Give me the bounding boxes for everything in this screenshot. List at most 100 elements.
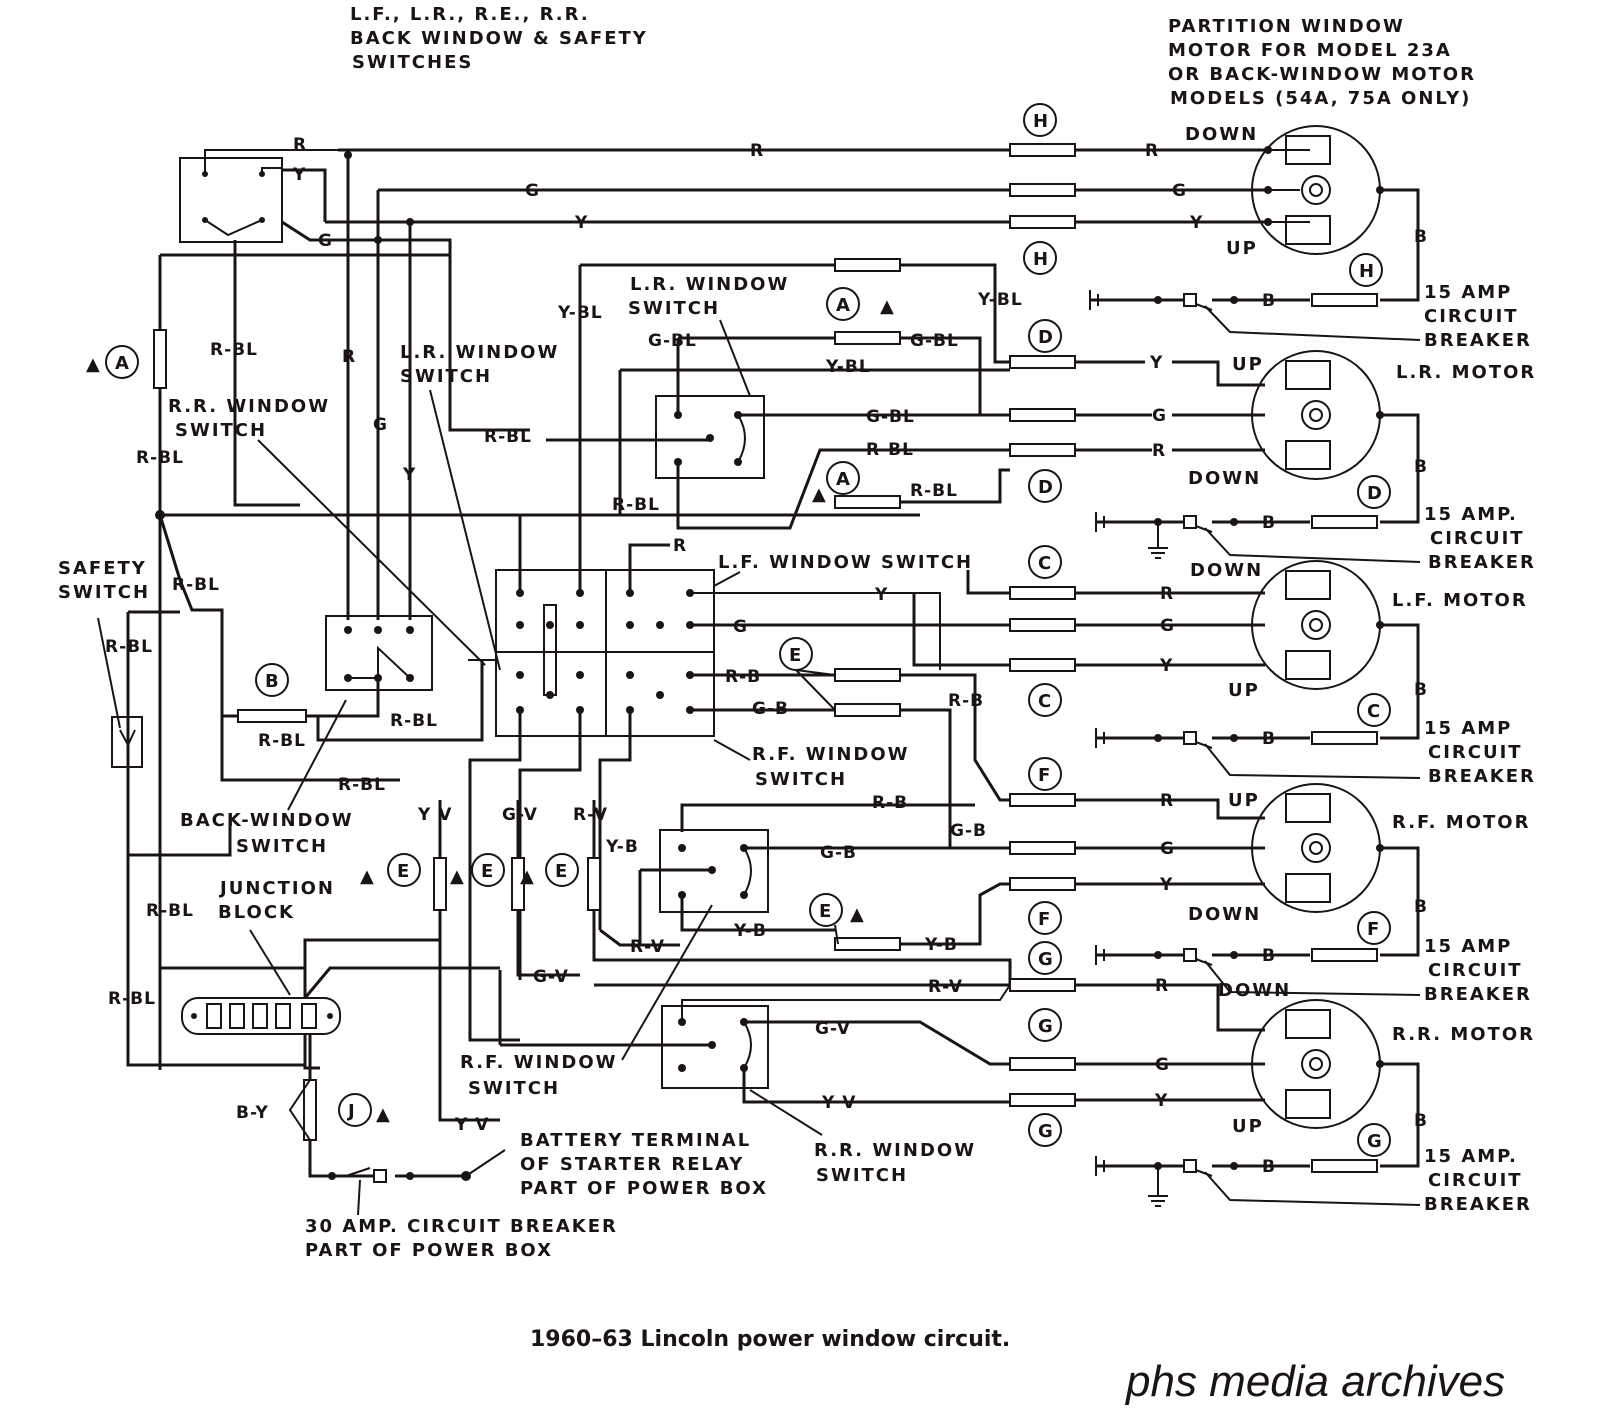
svg-text:F: F bbox=[1038, 909, 1050, 930]
svg-text:R-B: R-B bbox=[948, 691, 984, 711]
svg-text:Y-BL: Y-BL bbox=[825, 357, 871, 377]
svg-text:UP: UP bbox=[1232, 354, 1264, 375]
svg-text:Y: Y bbox=[1189, 213, 1203, 233]
svg-text:G: G bbox=[1160, 839, 1175, 859]
svg-text:Y: Y bbox=[1154, 1091, 1168, 1111]
lf-motor bbox=[1251, 560, 1420, 740]
svg-text:G: G bbox=[1152, 406, 1167, 426]
svg-text:B: B bbox=[1262, 513, 1276, 533]
svg-text:A: A bbox=[836, 295, 850, 316]
lf-window-switch-label: L.F. WINDOW SWITCH bbox=[718, 552, 971, 573]
svg-text:BREAKER: BREAKER bbox=[1424, 330, 1532, 351]
svg-text:G-V: G-V bbox=[533, 967, 569, 987]
rr-window-switch bbox=[661, 1005, 769, 1089]
svg-text:MOTOR FOR MODEL 23A: MOTOR FOR MODEL 23A bbox=[1168, 40, 1452, 61]
switches-heading: L.F., L.R., R.E., R.R. BACK WINDOW & SAF… bbox=[350, 4, 648, 73]
svg-text:B-Y: B-Y bbox=[236, 1103, 269, 1123]
circuit-breaker-1 bbox=[1089, 290, 1378, 311]
svg-text:G-BL: G-BL bbox=[866, 407, 915, 427]
lr-window-switch bbox=[655, 395, 765, 479]
svg-text:R.R. WINDOW: R.R. WINDOW bbox=[168, 396, 330, 417]
svg-text:L.R. MOTOR: L.R. MOTOR bbox=[1396, 362, 1536, 383]
svg-text:R.F. WINDOW: R.F. WINDOW bbox=[460, 1052, 618, 1073]
svg-text:SWITCH: SWITCH bbox=[58, 582, 150, 603]
svg-text:G: G bbox=[1038, 1016, 1053, 1037]
watermark: phs media archives bbox=[1124, 1357, 1505, 1406]
svg-text:B: B bbox=[1262, 946, 1276, 966]
svg-text:Y-B: Y-B bbox=[924, 935, 958, 955]
svg-text:F: F bbox=[1038, 765, 1050, 786]
circuit-breaker-5 bbox=[1095, 1156, 1378, 1207]
svg-text:R: R bbox=[1155, 976, 1169, 996]
svg-text:G: G bbox=[1038, 949, 1053, 970]
safety-switch-block bbox=[179, 157, 283, 243]
svg-text:PART OF POWER BOX: PART OF POWER BOX bbox=[305, 1240, 553, 1261]
svg-text:15 AMP.: 15 AMP. bbox=[1424, 1146, 1518, 1167]
lr-motor bbox=[1251, 350, 1420, 524]
svg-text:SWITCH: SWITCH bbox=[628, 298, 720, 319]
svg-text:G-B: G-B bbox=[950, 821, 987, 841]
svg-text:G: G bbox=[1367, 1131, 1382, 1152]
svg-text:H: H bbox=[1033, 111, 1048, 132]
svg-text:H: H bbox=[1033, 249, 1048, 270]
svg-text:R-V: R-V bbox=[630, 937, 665, 957]
svg-text:Y: Y bbox=[574, 213, 588, 233]
svg-text:R-V: R-V bbox=[573, 805, 608, 825]
svg-text:R: R bbox=[1152, 441, 1166, 461]
svg-text:Y: Y bbox=[402, 465, 416, 485]
svg-text:▲: ▲ bbox=[520, 866, 534, 887]
svg-text:G-V: G-V bbox=[815, 1019, 851, 1039]
svg-text:Y: Y bbox=[1159, 656, 1173, 676]
svg-text:Y: Y bbox=[1159, 875, 1173, 895]
central-switch-block bbox=[495, 265, 941, 737]
svg-text:PART OF POWER BOX: PART OF POWER BOX bbox=[520, 1178, 768, 1199]
svg-text:SWITCH: SWITCH bbox=[175, 420, 267, 441]
circuit-breaker-2 bbox=[1095, 512, 1378, 559]
svg-text:H: H bbox=[1359, 261, 1374, 282]
svg-text:15 AMP.: 15 AMP. bbox=[1424, 504, 1518, 525]
svg-text:Y-BL: Y-BL bbox=[977, 290, 1023, 310]
svg-text:SWITCH: SWITCH bbox=[468, 1078, 560, 1099]
svg-text:R-BL: R-BL bbox=[210, 340, 258, 360]
svg-text:R: R bbox=[293, 135, 307, 155]
svg-text:Y: Y bbox=[874, 585, 888, 605]
svg-text:▲: ▲ bbox=[376, 1104, 390, 1125]
svg-text:D: D bbox=[1038, 477, 1053, 498]
svg-text:BREAKER: BREAKER bbox=[1428, 766, 1536, 787]
svg-text:B: B bbox=[1414, 227, 1428, 247]
svg-text:15 AMP: 15 AMP bbox=[1424, 718, 1512, 739]
safety-switch bbox=[111, 716, 143, 768]
svg-text:DOWN: DOWN bbox=[1190, 560, 1263, 581]
svg-text:▲: ▲ bbox=[450, 866, 464, 887]
svg-text:L.F. MOTOR: L.F. MOTOR bbox=[1392, 590, 1528, 611]
svg-text:UP: UP bbox=[1232, 1116, 1264, 1137]
svg-text:G: G bbox=[1160, 616, 1175, 636]
svg-text:R-BL: R-BL bbox=[338, 775, 386, 795]
svg-text:15 AMP: 15 AMP bbox=[1424, 282, 1512, 303]
svg-text:SWITCH: SWITCH bbox=[816, 1165, 908, 1186]
safety-switch-label: SAFETY SWITCH bbox=[58, 558, 150, 603]
svg-text:E: E bbox=[555, 861, 567, 882]
svg-text:BACK WINDOW & SAFETY: BACK WINDOW & SAFETY bbox=[350, 28, 648, 49]
svg-text:UP: UP bbox=[1226, 238, 1258, 259]
svg-text:▲: ▲ bbox=[360, 866, 374, 887]
svg-text:E: E bbox=[819, 901, 831, 922]
connector-a-left: ▲ bbox=[86, 354, 100, 375]
svg-text:Y: Y bbox=[292, 165, 306, 185]
svg-text:G-V: G-V bbox=[502, 805, 538, 825]
svg-text:BATTERY TERMINAL: BATTERY TERMINAL bbox=[520, 1130, 751, 1151]
svg-text:DOWN: DOWN bbox=[1188, 468, 1261, 489]
svg-text:15 AMP: 15 AMP bbox=[1424, 936, 1512, 957]
svg-text:R.F. WINDOW: R.F. WINDOW bbox=[752, 744, 910, 765]
svg-text:B: B bbox=[1262, 291, 1276, 311]
svg-text:BREAKER: BREAKER bbox=[1424, 984, 1532, 1005]
svg-text:G: G bbox=[318, 231, 333, 251]
circuit-breaker-4 bbox=[1095, 945, 1378, 966]
svg-text:MODELS (54A, 75A ONLY): MODELS (54A, 75A ONLY) bbox=[1170, 88, 1471, 109]
svg-text:R.F. MOTOR: R.F. MOTOR bbox=[1392, 812, 1530, 833]
rf-window-switch-label-a: R.F. WINDOW SWITCH bbox=[752, 744, 910, 790]
svg-text:UP: UP bbox=[1228, 790, 1260, 811]
svg-text:A: A bbox=[836, 469, 850, 490]
svg-text:OF STARTER RELAY: OF STARTER RELAY bbox=[520, 1154, 744, 1175]
